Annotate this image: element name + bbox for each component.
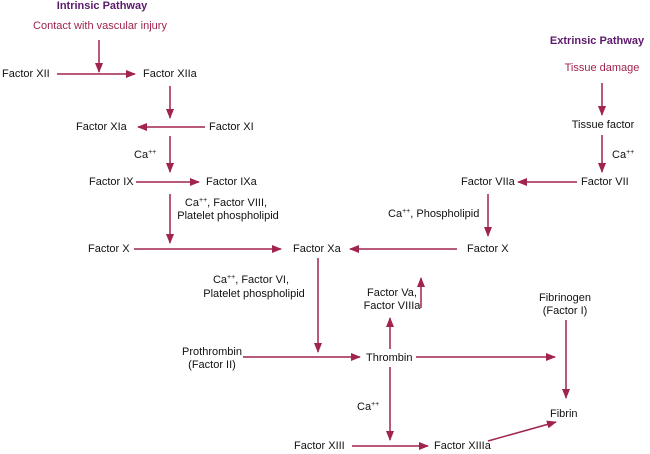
prothrombin-line2: (Factor II) xyxy=(188,359,236,371)
calcium-label-intrinsic: Ca++ xyxy=(134,149,157,161)
intrinsic-cofactors-line2: Platelet phospholipid xyxy=(177,210,279,222)
intrinsic-factor-x-label: Factor X xyxy=(88,243,130,255)
common-cofactors-line1: Ca++, Factor VI, xyxy=(212,274,290,286)
fibrinogen-line2: (Factor I) xyxy=(542,305,588,317)
factor-va-line2: Factor VIIIa xyxy=(363,300,421,312)
factor-xi-label: Factor XI xyxy=(209,121,254,133)
fibrin-label: Fibrin xyxy=(550,408,578,420)
factor-vii-label: Factor VII xyxy=(581,176,629,188)
fibrinogen-line1: Fibrinogen xyxy=(539,292,591,304)
factor-va-line1: Factor Va, xyxy=(367,287,417,299)
factor-xiiia-label: Factor XIIIa xyxy=(434,440,491,452)
calcium-label-extrinsic: Ca++ xyxy=(612,149,635,161)
extrinsic-trigger-label: Tissue damage xyxy=(564,62,640,74)
intrinsic-cofactors-line1: Ca++, Factor VIII, xyxy=(184,197,268,209)
factor-ixa-label: Factor IXa xyxy=(206,176,257,188)
factor-xiii-label: Factor XIII xyxy=(294,440,345,452)
extrinsic-factor-x-label: Factor X xyxy=(467,243,509,255)
arrow-xiiia-to-fibrin xyxy=(487,420,557,442)
factor-xii-label: Factor XII xyxy=(2,68,50,80)
intrinsic-trigger-label: Contact with vascular injury xyxy=(33,20,167,32)
factor-xiia-label: Factor XIIa xyxy=(143,68,197,80)
factor-xa-label: Factor Xa xyxy=(293,243,341,255)
factor-ix-label: Factor IX xyxy=(89,176,134,188)
calcium-label-common: Ca++ xyxy=(357,401,380,413)
factor-viia-label: Factor VIIa xyxy=(461,176,515,188)
common-cofactors-line2: Platelet phospholipid xyxy=(203,288,305,300)
tissue-factor-label: Tissue factor xyxy=(571,119,635,131)
intrinsic-pathway-title: Intrinsic Pathway xyxy=(56,0,148,12)
factor-xia-label: Factor XIa xyxy=(76,121,127,133)
thrombin-label: Thrombin xyxy=(366,352,413,364)
prothrombin-line1: Prothrombin xyxy=(182,346,242,358)
extrinsic-phospholipid-label: Ca++, Phospholipid xyxy=(388,208,480,220)
extrinsic-pathway-title: Extrinsic Pathway xyxy=(549,35,645,47)
